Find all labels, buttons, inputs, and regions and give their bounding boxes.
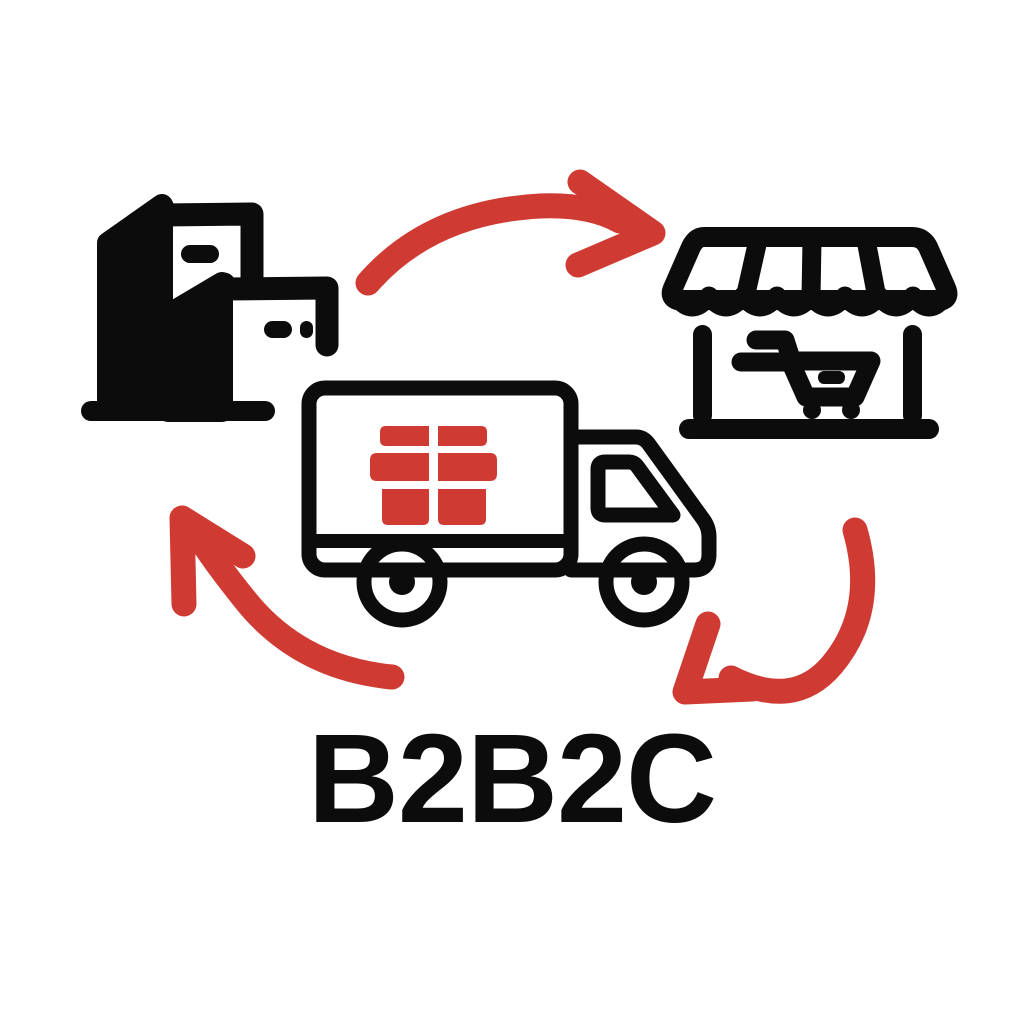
gift-bow-right — [438, 426, 487, 446]
factory-tall-roof — [150, 202, 264, 299]
gift-package-icon — [370, 426, 497, 525]
factory-short-window-b — [300, 321, 313, 338]
storefront-icon — [661, 227, 958, 439]
shop-post-left — [693, 325, 712, 425]
gift-body-right — [438, 489, 486, 525]
cart-basket — [780, 351, 881, 407]
curved-arrow-right-icon — [355, 169, 666, 296]
cart-basket-slot — [818, 371, 845, 384]
factory-tall-window — [181, 245, 219, 263]
factory-tall-gable — [99, 196, 175, 255]
factory-buildings-icon — [81, 194, 339, 422]
shop-base-bar — [679, 419, 939, 439]
factory-short-roof — [212, 276, 339, 357]
arrow-right-shaft — [718, 517, 876, 704]
arrow-left-head — [169, 505, 256, 617]
truck-wheel-rear — [356, 536, 448, 628]
truck-wheel-front-hub — [631, 569, 657, 595]
caption-b2b2c: B2B2C — [308, 708, 716, 849]
cart-wheel-right — [842, 401, 860, 419]
factory-ground-line — [81, 401, 275, 421]
arrow-top-head — [565, 169, 666, 278]
truck-windshield — [590, 454, 681, 523]
factory-short-window-a — [264, 321, 292, 338]
arrow-left-shaft — [181, 516, 405, 690]
shop-post-right — [903, 325, 922, 425]
truck-wheel-front — [598, 536, 690, 628]
gift-lid-left — [370, 453, 429, 481]
awning-scallop-edge — [666, 286, 955, 317]
gift-body-left — [382, 489, 429, 525]
curved-arrow-down-left-icon — [672, 517, 876, 705]
factory-short-gable — [160, 272, 236, 327]
truck-cab-outline — [563, 429, 717, 578]
cart-wheel-left — [803, 401, 821, 419]
arrow-right-head — [672, 611, 765, 705]
truck-wheel-rear-hub — [389, 569, 415, 595]
curved-arrow-up-left-icon — [169, 505, 405, 690]
gift-lid-right — [438, 453, 497, 481]
delivery-truck-icon — [301, 380, 717, 628]
gift-bow-left — [380, 426, 429, 446]
arrow-top-shaft — [355, 193, 633, 296]
